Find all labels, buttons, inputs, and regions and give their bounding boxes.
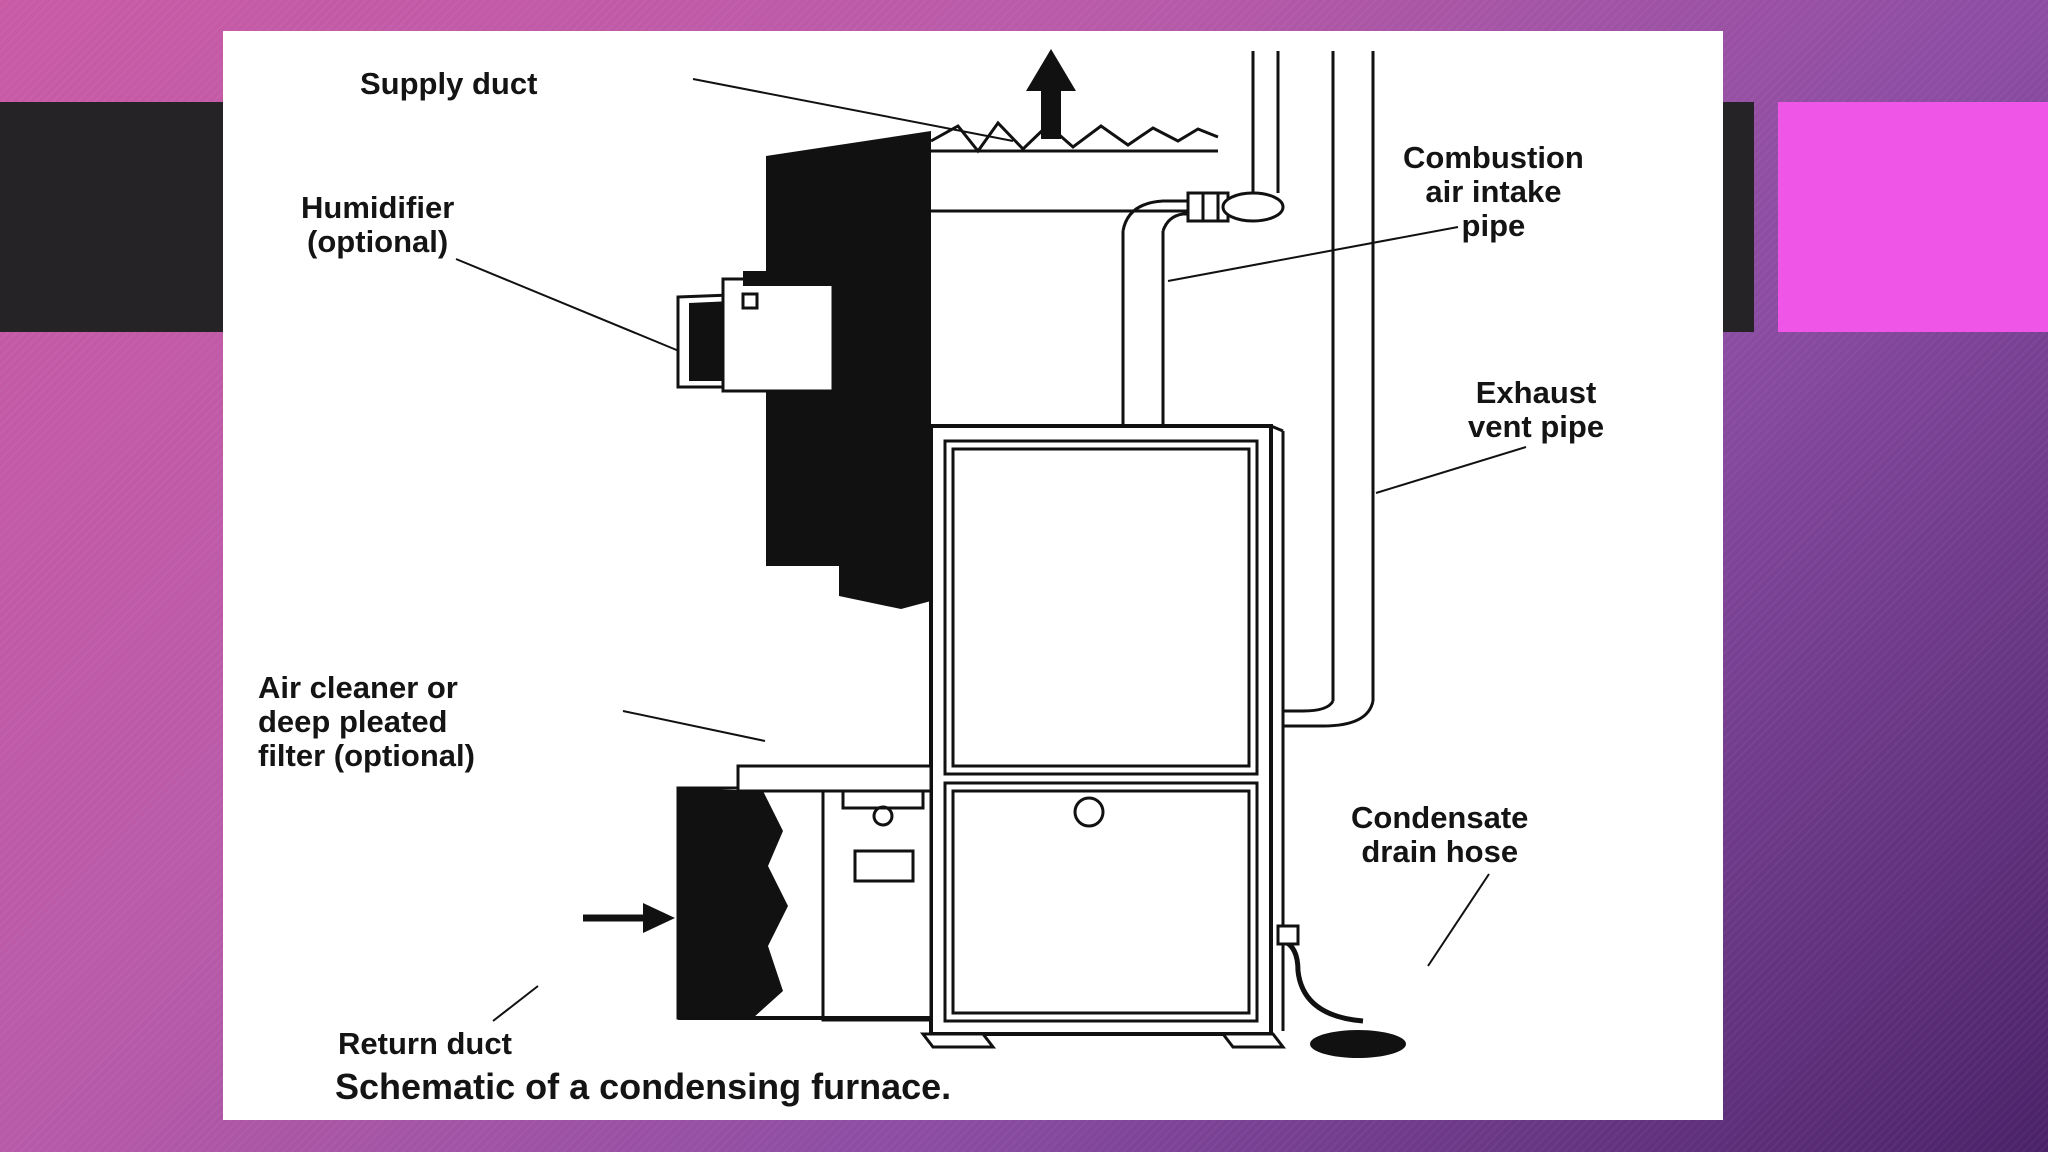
supply-plenum	[766, 131, 931, 609]
label-condensate-drain: Condensate drain hose	[1351, 801, 1528, 869]
label-combustion-air-intake: Combustion air intake pipe	[1403, 141, 1584, 243]
return-duct-hatch	[678, 788, 788, 1018]
label-condensate-line2: drain hose	[1361, 834, 1519, 869]
label-air-cleaner-line2: deep pleated	[258, 704, 448, 739]
furnace-drawing	[455, 49, 1527, 1058]
label-return-duct: Return duct	[338, 1026, 512, 1061]
label-humidifier-line2: (optional)	[307, 224, 449, 259]
label-condensate-line1: Condensate	[1351, 800, 1529, 835]
accent-square	[1778, 102, 2048, 332]
furnace-cabinet	[929, 424, 1273, 1036]
label-exhaust-vent: Exhaust vent pipe	[1468, 376, 1604, 444]
label-exhaust-line1: Exhaust	[1475, 375, 1597, 410]
condensate-hose	[1282, 938, 1364, 1024]
label-exhaust-line2: vent pipe	[1468, 409, 1605, 444]
title-bar-right	[1718, 102, 1754, 332]
label-combustion-line1: Combustion	[1403, 140, 1584, 175]
supply-airflow-arrow	[1026, 49, 1076, 139]
furnace-schematic-image: Supply duct Humidifier (optional) Combus…	[223, 31, 1723, 1120]
label-combustion-line3: pipe	[1461, 208, 1526, 243]
floor-drain	[1310, 1030, 1406, 1058]
label-humidifier: Humidifier (optional)	[301, 191, 454, 259]
label-combustion-line2: air intake	[1425, 174, 1562, 209]
label-air-cleaner-line1: Air cleaner or	[258, 670, 458, 705]
label-air-cleaner: Air cleaner or deep pleated filter (opti…	[258, 671, 475, 773]
figure-caption: Schematic of a condensing furnace.	[335, 1066, 952, 1107]
return-airflow-arrow	[643, 903, 675, 933]
label-humidifier-line1: Humidifier	[301, 190, 455, 225]
label-air-cleaner-line3: filter (optional)	[258, 738, 475, 773]
supply-duct-edge	[930, 120, 1219, 154]
label-supply-duct: Supply duct	[360, 66, 538, 101]
title-bar-left	[0, 102, 226, 332]
